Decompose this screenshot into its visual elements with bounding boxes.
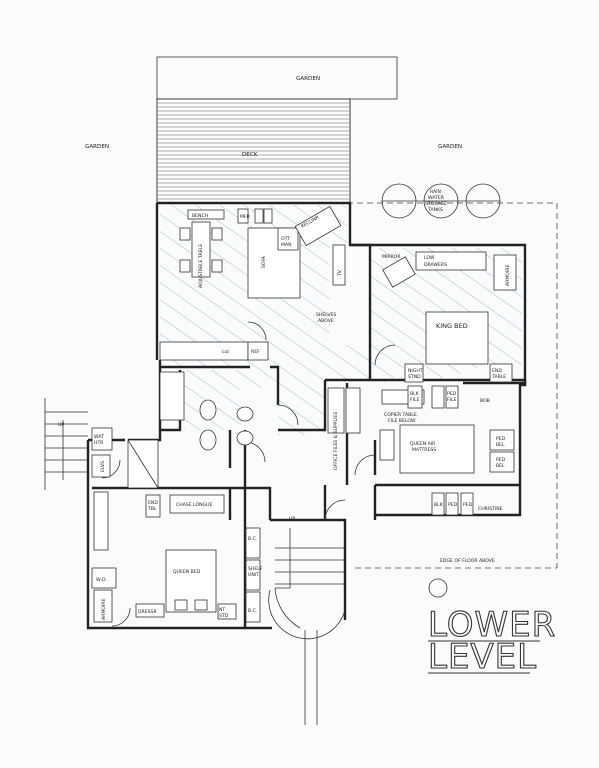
ped-file-label-1: PED bbox=[447, 391, 457, 397]
garden-top-label: GARDEN bbox=[296, 76, 320, 82]
garden-right-label: GARDEN bbox=[438, 144, 462, 150]
tv-label: TV bbox=[337, 269, 343, 277]
cut-board-label: cut bbox=[222, 349, 229, 355]
bc-label-1: B.C. bbox=[248, 536, 257, 542]
ped-bel-label-4: BEL bbox=[496, 463, 505, 469]
night-stnd-label-1: NIGHT bbox=[408, 368, 423, 374]
queen-air-label-1: QUEEN AIR bbox=[410, 441, 436, 447]
title-line-1: LOWER bbox=[428, 605, 556, 645]
armoire-label: ARMOIRE bbox=[505, 265, 511, 286]
edge-floor-label: EDGE OF FLOOR ABOVE bbox=[440, 558, 495, 564]
mirror-label: MIRROR bbox=[382, 254, 401, 260]
queen-bed-label: QUEEN BED bbox=[173, 569, 201, 575]
ottoman-label-1: OTT bbox=[281, 236, 290, 242]
ped-file-label-4: PED bbox=[463, 502, 473, 508]
w-d-label: W-D bbox=[96, 577, 106, 583]
ped-bel-label-3: PED bbox=[496, 457, 506, 463]
ped-file-label-3: PED bbox=[448, 502, 458, 508]
rain-label-1: RAIN bbox=[430, 189, 441, 195]
christine-label: CHRISTINE bbox=[478, 506, 503, 512]
shelves-label-1: SHELVES bbox=[316, 312, 336, 318]
ref-label: REF bbox=[251, 349, 260, 355]
blk-file-label-3: BLK bbox=[434, 502, 444, 508]
interior-stair: UP bbox=[268, 516, 346, 640]
ottoman-label-2: MAN bbox=[281, 242, 292, 248]
armoire-bed-label: ARMOIRE bbox=[101, 599, 107, 620]
nt-std-label-2: STD bbox=[219, 613, 229, 619]
adjustable-table-label: ADJUSTABLE TABLE bbox=[198, 244, 204, 288]
low-drawers-label-1: LOW bbox=[424, 255, 435, 261]
low-drawers-label-2: DRAWERS bbox=[424, 262, 447, 268]
bc-label-2: B.C. bbox=[248, 608, 257, 614]
wat-htr-label-2: HTR bbox=[94, 440, 104, 446]
exterior-stair-up-label: UP bbox=[58, 422, 64, 428]
bob-label: BOB bbox=[480, 398, 490, 404]
deck-label: DECK bbox=[242, 152, 258, 158]
shelf-unit-label-1: SHELF bbox=[248, 566, 263, 572]
level-title: LOWER LEVEL bbox=[427, 604, 556, 677]
ped-file-label-2: FILE bbox=[447, 397, 457, 403]
office-files-label: OFFICE FILES & SUPPLIES bbox=[333, 412, 339, 470]
shelves-label-2: ABOVE bbox=[318, 318, 334, 324]
night-stnd-label-2: STND bbox=[408, 374, 421, 380]
deck bbox=[156, 98, 351, 204]
elvs-label: ELVS bbox=[100, 461, 106, 472]
rain-label-3: STORAGE bbox=[425, 201, 447, 207]
rain-label-2: WATER bbox=[428, 195, 445, 201]
rain-label-4: TANKS bbox=[427, 207, 443, 213]
blk-file-label-1: BLK bbox=[410, 391, 420, 397]
chase-longue-label: CHASE LONGUE bbox=[176, 502, 212, 508]
copier-table-label-2: FILE BELOW bbox=[388, 418, 416, 424]
ped-bel-label-2: BEL bbox=[496, 442, 505, 448]
exterior-steps: UP bbox=[44, 398, 88, 490]
end-table-label-1: END bbox=[492, 368, 502, 374]
title-line-2: LEVEL bbox=[428, 637, 537, 677]
ped-bel-label-1: PED bbox=[496, 436, 506, 442]
mfr-label: MFR bbox=[240, 214, 251, 220]
nt-std-label-1: NT bbox=[219, 607, 225, 613]
bench-label: BENCH bbox=[192, 213, 208, 219]
room-labels: GARDEN GARDEN GARDEN DECK RAIN WATER STO… bbox=[85, 76, 511, 620]
queen-air-label-2: MATTRESS bbox=[412, 447, 436, 453]
garden-left-label: GARDEN bbox=[85, 144, 109, 150]
end-tbl-label-1: END bbox=[148, 500, 158, 506]
dresser-label: DRESSR bbox=[138, 609, 157, 615]
furniture bbox=[91, 205, 517, 623]
wat-htr-label-1: WAT bbox=[94, 434, 104, 440]
copier-table-label-1: COPIER TABLE, bbox=[384, 412, 419, 418]
end-table-label-2: TABLE bbox=[491, 374, 506, 380]
shelf-unit-label-2: UNIT bbox=[248, 572, 259, 578]
end-tbl-label-2: TBL bbox=[147, 506, 157, 512]
interior-stair-up-label: UP bbox=[289, 516, 295, 522]
rain-water-tanks bbox=[381, 183, 501, 219]
sofa-label: SOFA bbox=[261, 255, 267, 268]
king-bed-label: KING BED bbox=[436, 322, 468, 330]
blk-file-label-2: FILE bbox=[410, 397, 420, 403]
